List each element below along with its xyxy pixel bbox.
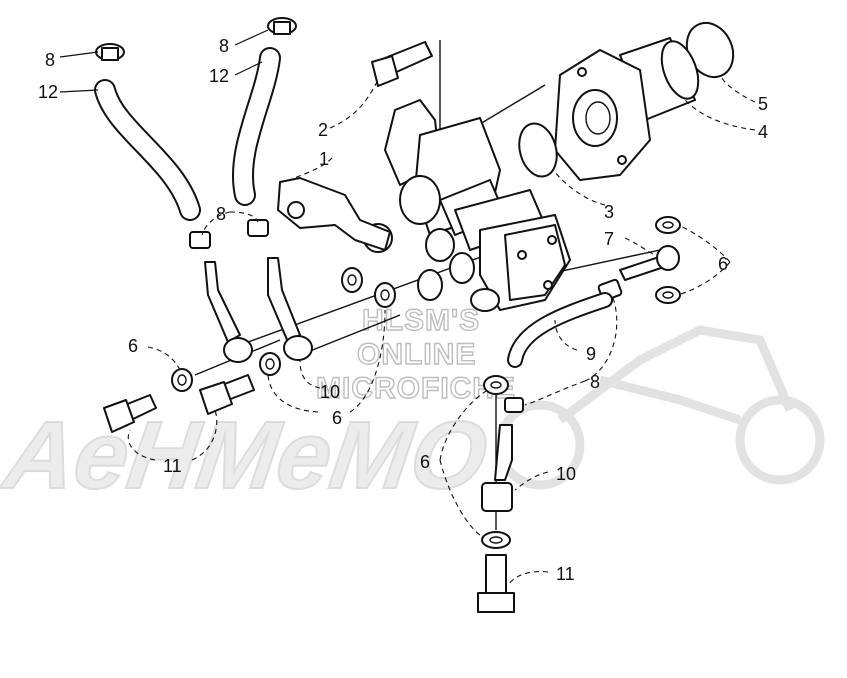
part-bolt-left-a xyxy=(103,394,157,433)
callout-6-bottom: 6 xyxy=(420,452,430,472)
part-washer-bottom-b xyxy=(481,531,511,549)
callout-8-bottom: 8 xyxy=(590,372,600,392)
part-bracket xyxy=(277,177,391,251)
part-banjo-fitting-left-b xyxy=(267,257,313,361)
part-washer-left-b xyxy=(259,352,281,376)
callout-6-left: 6 xyxy=(128,336,138,356)
callout-6-mid: 6 xyxy=(332,408,342,428)
callout-8-mid: 8 xyxy=(216,204,226,224)
leader-lines xyxy=(59,29,756,586)
part-bolt-bottom xyxy=(477,554,515,613)
callout-8-top-right: 8 xyxy=(219,36,229,56)
callout-11-bottom: 11 xyxy=(556,564,575,584)
callout-8-top-left: 8 xyxy=(45,50,55,70)
part-bolt-top xyxy=(371,41,433,87)
callout-9: 9 xyxy=(586,344,596,364)
part-clamp-mid-left xyxy=(189,231,211,249)
part-housing xyxy=(554,37,700,181)
callout-4: 4 xyxy=(758,122,768,142)
part-banjo-fitting-bottom xyxy=(481,424,513,512)
watermark-line2: ONLINE xyxy=(357,338,476,371)
part-hose-left xyxy=(94,79,201,221)
callout-10-bottom: 10 xyxy=(556,464,576,484)
part-washer-right-b xyxy=(655,286,681,304)
callout-1: 1 xyxy=(319,149,329,169)
part-pipe xyxy=(507,292,613,368)
motorcycle-watermark-icon xyxy=(495,325,825,490)
watermark-logo: AeHMeMO xyxy=(0,402,493,508)
part-clamp-bottom xyxy=(504,397,524,413)
part-hose-right xyxy=(231,47,281,206)
part-clamp-top-left xyxy=(95,43,125,61)
part-washer-left-a xyxy=(171,368,193,392)
part-banjo-fitting-left-a xyxy=(204,261,253,363)
callout-12-left: 12 xyxy=(38,82,58,102)
callout-labels: 8 12 8 12 2 1 5 4 3 8 7 6 6 9 8 10 6 11 … xyxy=(38,36,768,584)
watermark-line3: MICROFICHE xyxy=(316,372,516,405)
callout-3: 3 xyxy=(604,202,614,222)
watermark-line1: HLSM'S xyxy=(362,304,480,337)
callout-12-right: 12 xyxy=(209,66,229,86)
part-washer-mid-a xyxy=(341,267,363,293)
part-bolt-left-b xyxy=(199,374,255,415)
callout-6-right: 6 xyxy=(718,254,728,274)
watermark: AeHMeMO HLSM'S ONLINE MICROFICHE xyxy=(0,303,825,510)
part-clamp-mid-right xyxy=(247,219,269,237)
part-oring-small xyxy=(518,122,558,178)
part-banjo-bolt-right xyxy=(619,245,680,281)
part-clamp-top-right xyxy=(267,17,297,35)
part-washer-right-a xyxy=(655,216,681,234)
callout-7: 7 xyxy=(604,229,614,249)
callout-11-left: 11 xyxy=(163,456,182,476)
part-washer-bottom-a xyxy=(483,375,509,395)
part-washer-mid-b xyxy=(374,282,396,308)
callout-10-left: 10 xyxy=(320,382,340,402)
callout-5: 5 xyxy=(758,94,768,114)
callout-2: 2 xyxy=(318,120,328,140)
